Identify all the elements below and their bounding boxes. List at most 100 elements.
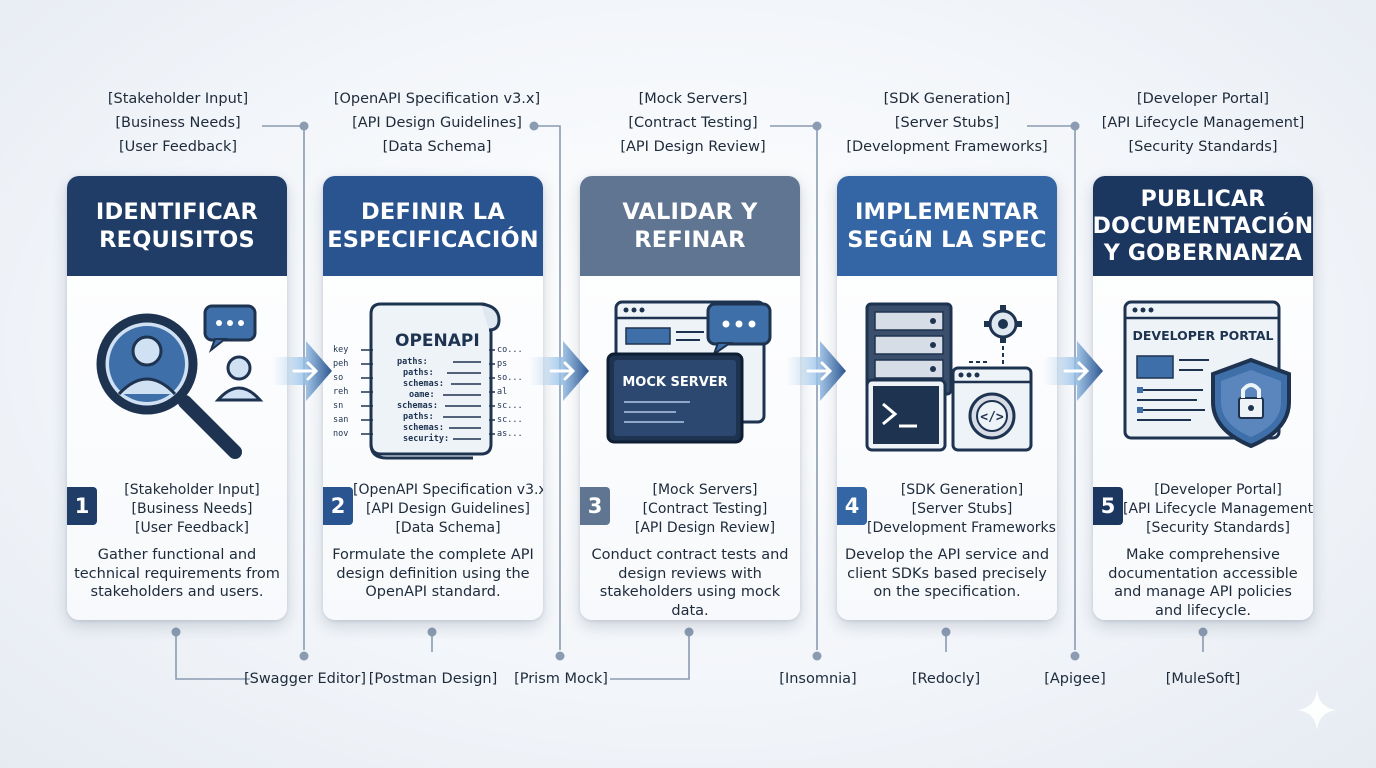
list-item: [API Lifecycle Management] [1123,501,1313,517]
top-label: [Data Schema] [382,139,492,155]
magnifier-user-icon [96,304,264,459]
scroll-key: schemas: [397,401,438,411]
step-title-line: SEGúN LA SPEC [847,227,1047,253]
step-title: DEFINIR LA ESPECIFICACIÓN [323,176,543,276]
step-title-line: IMPLEMENTAR [854,199,1040,225]
step-description: Develop the API service and client SDKs … [844,547,1050,600]
tool-label: [Redocly] [911,671,981,687]
step-list: [Developer Portal] [API Lifecycle Manage… [1123,481,1313,538]
svg-text:</>: </> [980,410,1004,425]
top-label: [SDK Generation] [883,91,1011,107]
scroll-key: so... [497,373,523,383]
step-list: [Stakeholder Input] [Business Needs] [Us… [97,481,287,538]
flow-arrow-icon [786,341,846,401]
top-labels-step-4: [SDK Generation] [Server Stubs] [Develop… [827,87,1067,159]
scroll-key: sn [333,401,343,411]
scroll-key: nov [333,429,348,439]
scroll-key: as... [497,429,523,439]
step-description: Gather functional and technical requirem… [74,547,280,600]
scroll-key: reh [333,387,348,397]
flow-arrow-icon [1043,341,1103,401]
mock-server-label: MOCK SERVER [622,375,727,390]
step-title: IDENTIFICAR REQUISITOS [67,176,287,276]
scroll-key: paths: [397,357,428,367]
step-card-1: IDENTIFICAR REQUISITOS 1 [Stakeholder In… [67,176,287,620]
top-label: [Server Stubs] [894,115,1000,131]
list-item: [Business Needs] [131,501,253,517]
portal-label: DEVELOPER PORTAL [1133,328,1274,343]
step-card-2: DEFINIR LA ESPECIFICACIÓN OPENAPI key pe… [323,176,543,620]
list-item: [Security Standards] [1146,520,1290,536]
top-labels-step-2: [OpenAPI Specification v3.x] [API Design… [317,87,557,159]
flow-arrow-icon [529,341,589,401]
top-label: [Stakeholder Input] [107,91,249,107]
scroll-key: paths: [403,368,434,378]
step-list: [OpenAPI Specification v3.x] [API Design… [353,481,543,538]
top-label: [User Feedback] [118,139,238,155]
step-description: Conduct contract tests and design review… [591,547,789,619]
tool-label: [Insomnia] [779,671,857,687]
tool-label: [Postman Design] [368,671,498,687]
scroll-key: security: [403,433,449,444]
list-item: [Contract Testing] [642,501,768,517]
scroll-key: paths: [403,412,434,422]
step-description: Formulate the complete API design defini… [332,547,534,600]
step-number: 4 [837,487,867,525]
step-card-5: PUBLICAR DOCUMENTACIÓN Y GOBERNANZA DEVE… [1093,176,1313,620]
step-title-line: PUBLICAR [1140,186,1266,212]
scroll-key: oame: [409,390,435,400]
mock-server-icon: MOCK SERVER [606,300,772,444]
top-label: [Mock Servers] [638,91,748,107]
top-label: [Security Standards] [1128,139,1278,155]
tool-label: [Swagger Editor] [243,671,367,687]
scroll-title: OPENAPI [395,331,480,351]
step-description: Make comprehensive documentation accessi… [1108,547,1298,619]
list-item: [Mock Servers] [652,482,758,498]
step-number: 2 [323,487,353,525]
openapi-scroll-icon: OPENAPI key peh so reh sn san nov co... … [333,302,523,460]
list-item: [Developer Portal] [1154,482,1282,498]
tool-label: [Prism Mock] [514,671,608,687]
step-title: IMPLEMENTAR SEGúN LA SPEC [837,176,1057,276]
list-item: [API Design Guidelines] [366,501,530,517]
top-label: [OpenAPI Specification v3.x] [333,91,541,107]
list-item: [Development Frameworks] [867,520,1057,536]
scroll-key: sc... [497,415,523,425]
step-title: VALIDAR Y REFINAR [580,176,800,276]
step-title-line: DOCUMENTACIÓN [1093,213,1313,239]
step-number: 5 [1093,487,1123,525]
step-card-4: IMPLEMENTAR SEGúN LA SPEC </> 4 [SDK G [837,176,1057,620]
step-title-line: ESPECIFICACIÓN [327,227,539,253]
step-title-line: IDENTIFICAR [95,199,259,225]
top-label: [Development Frameworks] [846,139,1048,155]
list-item: [SDK Generation] [900,482,1024,498]
step-list: [Mock Servers] [Contract Testing] [API D… [610,481,800,538]
portal-shield-icon: DEVELOPER PORTAL [1123,300,1291,449]
step-title-line: REQUISITOS [99,227,255,253]
scroll-key: ps [497,359,507,369]
scroll-key: co... [497,345,523,355]
scroll-key: so [333,373,343,383]
step-number: 1 [67,487,97,525]
top-labels-step-3: [Mock Servers] [Contract Testing] [API D… [573,87,813,159]
top-label: [API Design Guidelines] [352,115,522,131]
top-label: [API Lifecycle Management] [1101,115,1305,131]
top-labels-step-5: [Developer Portal] [API Lifecycle Manage… [1083,87,1323,159]
step-title-line: REFINAR [634,227,746,253]
flow-arrow-icon [272,341,332,401]
list-item: [User Feedback] [135,520,249,536]
scroll-key: key [333,345,348,355]
top-label: [Developer Portal] [1136,91,1270,107]
scroll-key: peh [333,359,348,369]
tool-label: [MuleSoft] [1165,671,1241,687]
top-label: [API Design Review] [620,139,766,155]
top-label: [Business Needs] [115,115,241,131]
scroll-key: sc... [497,401,523,411]
top-labels-step-1: [Stakeholder Input] [Business Needs] [Us… [58,87,298,159]
list-item: [Server Stubs] [911,501,1013,517]
step-list: [SDK Generation] [Server Stubs] [Develop… [867,481,1057,538]
server-code-icon: </> [865,302,1033,452]
step-title: PUBLICAR DOCUMENTACIÓN Y GOBERNANZA [1093,176,1313,276]
top-label: [Contract Testing] [628,115,758,131]
